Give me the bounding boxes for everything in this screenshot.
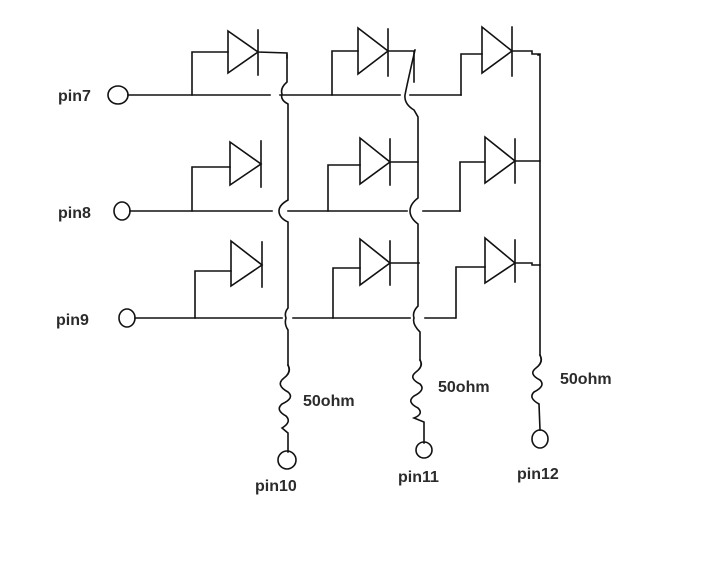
diode-pin7-pin11	[331, 26, 415, 96]
resistor-label-pin11: 50ohm	[438, 379, 490, 396]
pin10-terminal[interactable]	[277, 450, 297, 470]
resistor-label-pin10: 50ohm	[303, 393, 355, 410]
diode-pin8-pin12	[459, 135, 541, 212]
column-line-pin12	[537, 54, 541, 356]
resistor-pin11	[410, 358, 425, 444]
pin7-label: pin7	[58, 88, 91, 105]
pin9-label: pin9	[56, 312, 89, 329]
diode-pin9-pin12	[455, 236, 541, 319]
pin10-label: pin10	[255, 478, 297, 495]
column-line-pin10	[278, 54, 289, 366]
pin7-terminal[interactable]	[107, 85, 129, 105]
diode-pin7-pin10	[191, 29, 288, 96]
diode-pin9-pin11	[332, 237, 420, 319]
resistor-pin10	[278, 363, 292, 453]
resistor-pin12	[531, 353, 543, 431]
pin8-label: pin8	[58, 205, 91, 222]
pin11-label: pin11	[398, 469, 439, 486]
resistor-label-pin12: 50ohm	[560, 371, 612, 388]
diode-pin9-pin10	[194, 239, 264, 319]
pin12-terminal[interactable]	[531, 429, 549, 449]
pin12-label: pin12	[517, 466, 559, 483]
pin9-terminal[interactable]	[118, 308, 136, 328]
diode-pin7-pin12	[460, 25, 541, 96]
diode-pin8-pin11	[327, 136, 419, 212]
pin11-terminal[interactable]	[415, 441, 433, 459]
diode-pin8-pin10	[191, 140, 263, 212]
pin8-terminal[interactable]	[113, 201, 131, 221]
column-line-pin11	[404, 49, 421, 361]
